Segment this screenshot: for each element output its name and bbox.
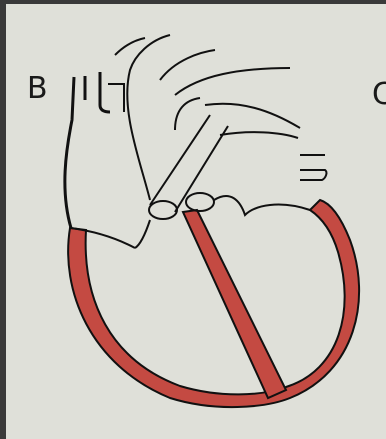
interventricular-septum xyxy=(183,210,286,398)
vein-stub-c xyxy=(300,155,326,180)
pulmonary-trunk xyxy=(175,98,200,130)
vessel-opening-1 xyxy=(149,201,177,219)
pulmonary-branch-2 xyxy=(220,132,298,138)
vessel-opening-2 xyxy=(186,193,214,211)
branch-vessel-2 xyxy=(160,50,215,80)
top-photo-edge xyxy=(0,0,386,4)
left-photo-edge xyxy=(0,0,6,439)
panel-label-c: C xyxy=(372,80,386,110)
left-atrium-outline xyxy=(65,77,74,228)
pulmonary-branch-1 xyxy=(205,104,300,128)
vessel-stub-right xyxy=(108,84,124,112)
ventricle-wall xyxy=(68,200,359,407)
aortic-arch xyxy=(127,35,170,200)
branch-vessel-3 xyxy=(175,68,290,95)
vessel-curve-lower xyxy=(135,220,150,248)
panel-label-b: B xyxy=(27,74,48,104)
atrium-curve-right xyxy=(214,196,310,215)
vessel-stub-mid xyxy=(100,72,110,112)
